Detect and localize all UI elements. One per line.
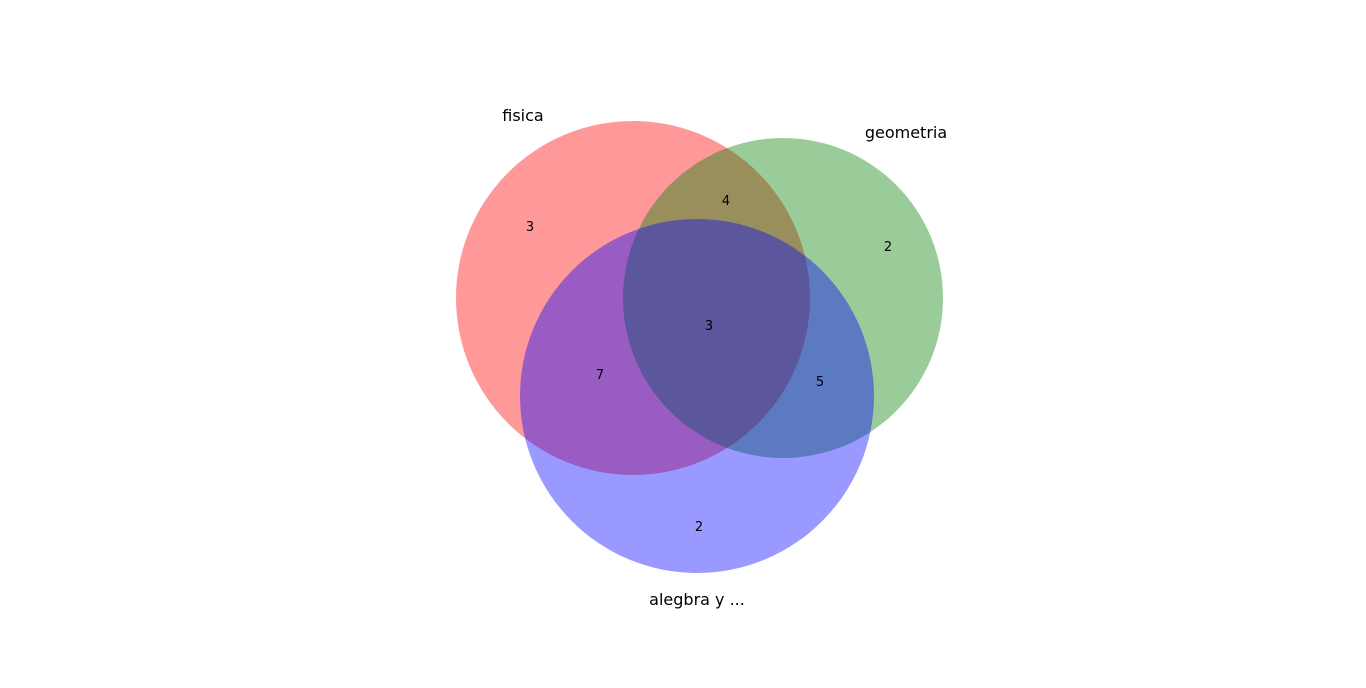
region-labels: 3 2 2 4 7 5 3 xyxy=(526,194,892,535)
region-label-algebra-only: 2 xyxy=(695,520,703,535)
venn-circles xyxy=(456,121,943,573)
region-label-all-three: 3 xyxy=(705,319,713,334)
region-label-fisica-only: 3 xyxy=(526,220,534,235)
region-label-fisica-algebra: 7 xyxy=(596,368,604,383)
set-label-geometria: geometria xyxy=(865,123,947,142)
set-circle-algebra xyxy=(520,219,874,573)
region-label-geometria-only: 2 xyxy=(884,240,892,255)
set-circle-geometria xyxy=(623,138,943,458)
region-label-fisica-geometria: 4 xyxy=(722,194,730,209)
set-circle-fisica xyxy=(456,121,810,475)
region-label-geometria-algebra: 5 xyxy=(816,375,824,390)
set-label-algebra: alegbra y ... xyxy=(649,590,745,609)
set-label-fisica: fisica xyxy=(502,106,543,125)
set-labels: fisica geometria alegbra y ... xyxy=(502,106,947,609)
